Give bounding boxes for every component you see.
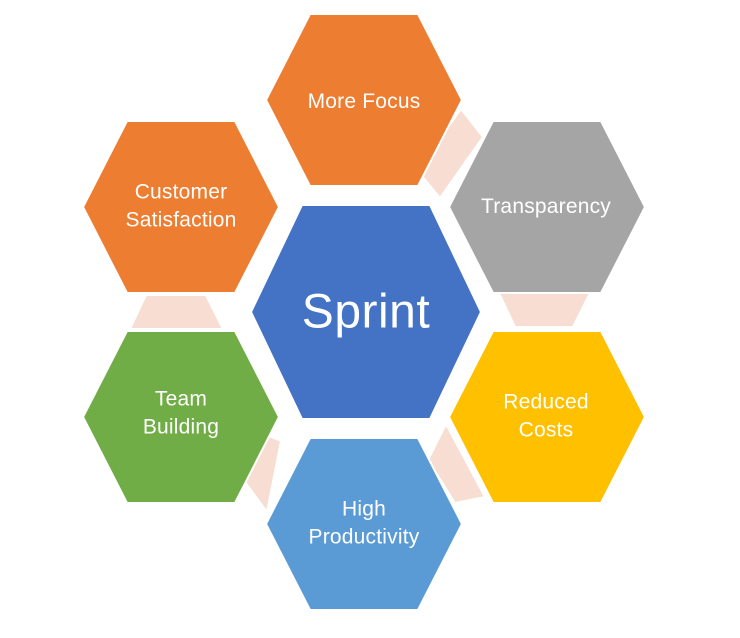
- hexagon-team-building: [81, 330, 281, 504]
- connector-transparency-reducedcosts: [497, 292, 592, 328]
- hexagon-reduced-costs: [447, 330, 647, 504]
- hexagon-high-productivity: [264, 437, 464, 611]
- hexagon-sprint-center: [249, 204, 483, 420]
- hexagon-transparency: [447, 120, 647, 294]
- connector-reducedcosts-highproductivity: [426, 421, 487, 505]
- connector-customersatisfaction-teambuilding: [128, 294, 225, 330]
- hexagon-more-focus: [264, 13, 464, 187]
- hexagon-customer-satisfaction: [81, 120, 281, 294]
